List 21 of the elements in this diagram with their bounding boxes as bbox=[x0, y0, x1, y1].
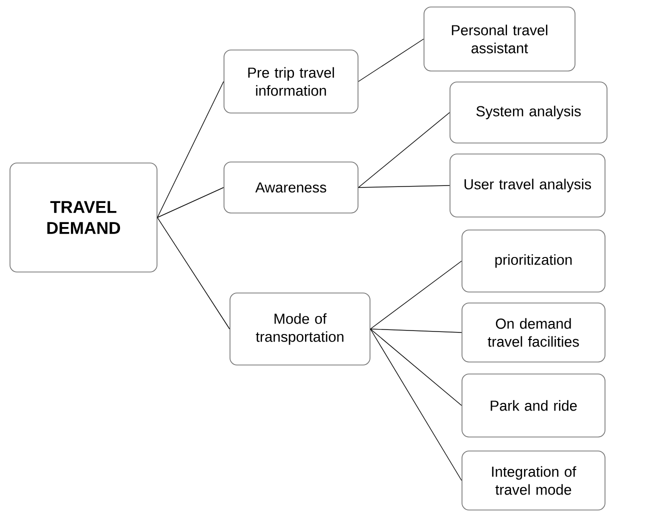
box: Park and ride bbox=[462, 374, 606, 438]
box: Pre trip travel information bbox=[224, 50, 358, 114]
box: Integration of travel mode bbox=[462, 450, 606, 510]
box: Mode of transportation bbox=[230, 292, 370, 366]
connector-line bbox=[157, 187, 224, 218]
box: On demand travel facilities bbox=[462, 302, 606, 362]
box: TRAVEL DEMAND bbox=[10, 162, 158, 272]
connector-line bbox=[370, 328, 462, 333]
connector-line bbox=[370, 328, 462, 406]
connector-line bbox=[157, 217, 230, 330]
connector-line bbox=[358, 185, 450, 188]
connector-line bbox=[358, 112, 450, 188]
connector-line bbox=[157, 81, 224, 218]
box: Personal travel assistant bbox=[424, 6, 576, 72]
connector-line bbox=[358, 38, 424, 82]
box: User travel analysis bbox=[450, 154, 606, 218]
box: Awareness bbox=[224, 162, 358, 214]
box: System analysis bbox=[450, 82, 608, 144]
connector-line bbox=[370, 260, 462, 330]
box: prioritization bbox=[462, 230, 606, 292]
connector-line bbox=[370, 328, 462, 481]
